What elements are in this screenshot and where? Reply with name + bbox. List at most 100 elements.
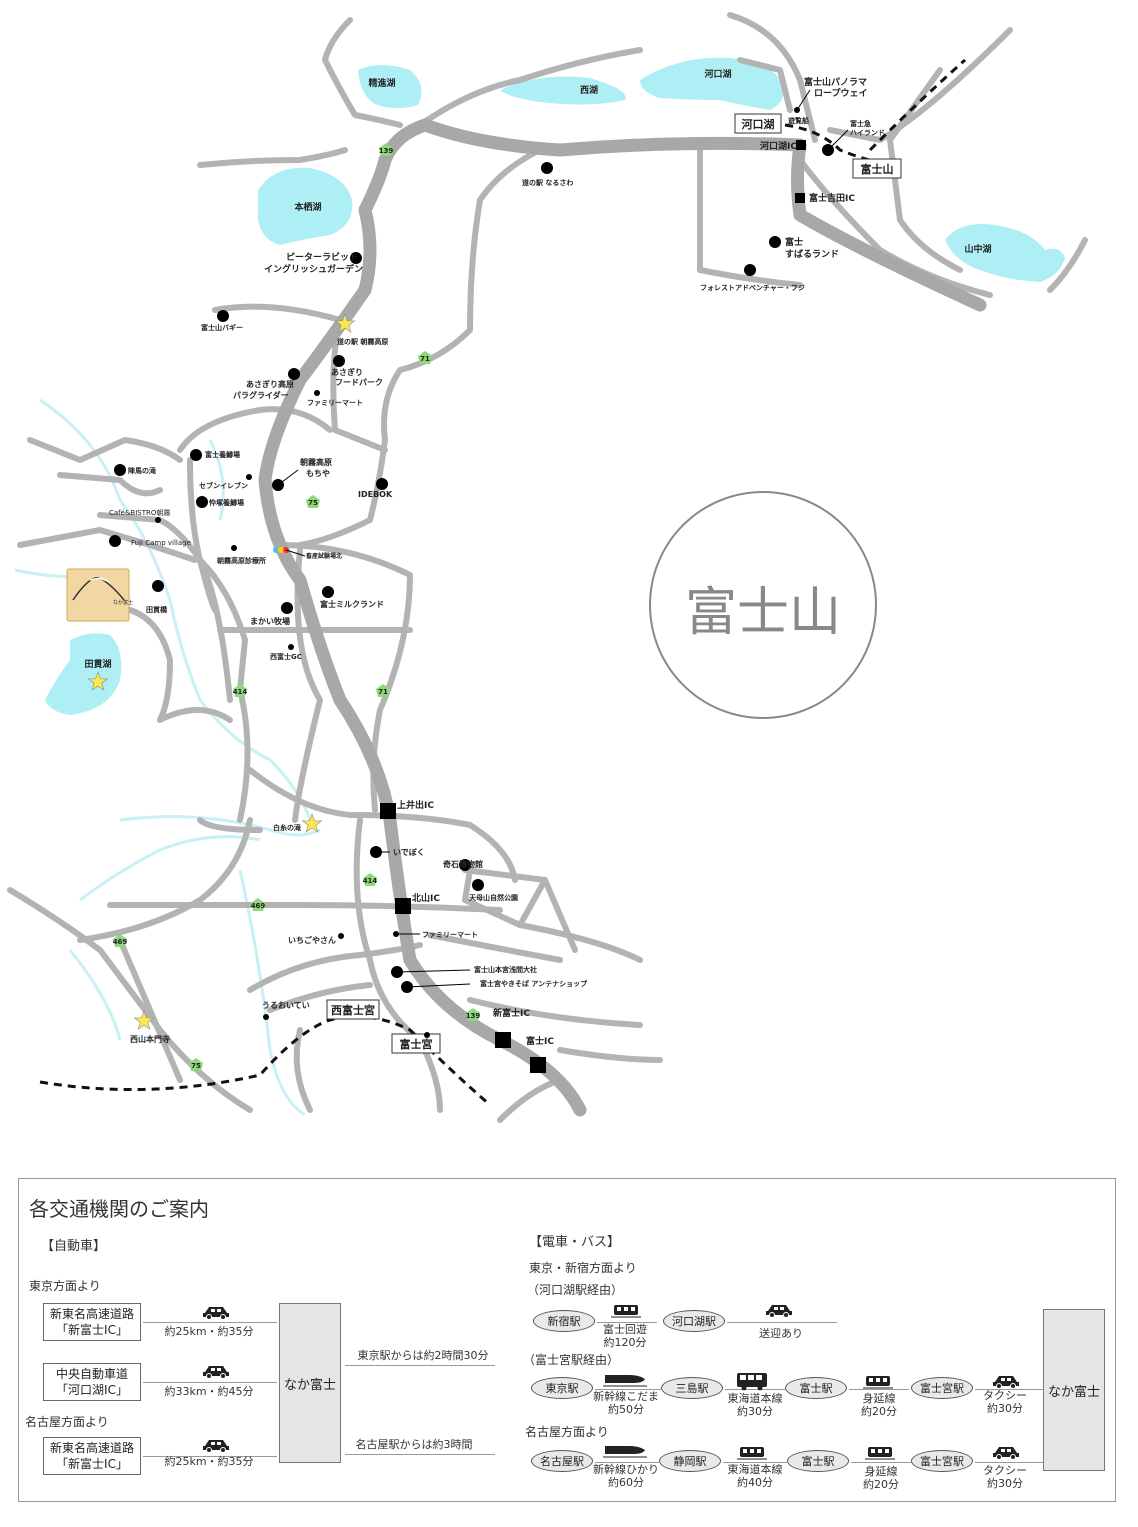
guide-title: 各交通機関のご案内 (29, 1197, 209, 1221)
station-nagoya: 名古屋駅 (531, 1450, 593, 1472)
station-box-kawaguchiko (734, 113, 782, 134)
poi-nishifuji-gc: 西富士GC (270, 652, 302, 661)
ic-label-kamiide: 上井出IC (397, 799, 434, 811)
station-fuji: 富士駅 (785, 1377, 847, 1399)
svg-text:75: 75 (191, 1062, 201, 1070)
poi-panorama-1: 富士山パノラマ (804, 76, 867, 88)
row3-note-3: 身延線 約20分 (863, 1465, 899, 1491)
poi-uruoi: うるおいてい (262, 1001, 310, 1010)
lakes (45, 57, 1065, 715)
ic-marker-fujiyoshida (795, 193, 805, 203)
logo-text: なか富士 (113, 599, 133, 606)
poi-tenshi: 天母山自然公園 (469, 893, 518, 902)
train-heading: 【電車・バス】 (529, 1235, 621, 1250)
poi-yuransen: 遊覧船 (788, 116, 809, 125)
poi-iotsuka: 忰塚養鱒場 (208, 498, 244, 507)
station-fujinomiya: 富士宮駅 (911, 1377, 973, 1399)
poi-subaru-1: 富士 (785, 236, 803, 248)
poi-highland-1: 富士急 (850, 119, 871, 128)
poi-idebok2: いでぼく (393, 847, 425, 857)
route-shields: 139 71 75 414 71 414 469 469 139 75 (113, 143, 481, 1071)
ic-label-kawaguchiko: 河口湖IC (760, 140, 797, 152)
poi-moichiya-2: もちや (306, 468, 330, 478)
station-fuji-2: 富士駅 (787, 1450, 849, 1472)
svg-text:469: 469 (113, 938, 128, 946)
highway-139 (258, 153, 587, 1117)
car-destination: なか富士 (279, 1303, 341, 1463)
mount-fuji-circle (649, 491, 877, 719)
highway-139-north (378, 118, 987, 312)
poi-peter-2: イングリッシュガーデン (264, 263, 363, 275)
row1-note-2: 送迎あり (759, 1327, 803, 1340)
svg-text:469: 469 (251, 902, 266, 910)
lake-kawaguchiko (640, 57, 784, 110)
shinkansen-icon (603, 1446, 647, 1458)
poi-fuji-yokei: 富士養鱒場 (205, 450, 240, 459)
station-box-fujisan (852, 158, 902, 179)
from-tokyo-station: 東京駅からは約2時間30分 (357, 1349, 489, 1362)
ic-marker-fuji (530, 1057, 546, 1073)
car-from-tokyo: 東京方面より (29, 1279, 101, 1293)
poi-panorama-2: ロープウェイ (814, 87, 867, 99)
taxi-icon (993, 1447, 1019, 1460)
poi-food-park-1: あさぎり (331, 367, 363, 377)
svg-text:414: 414 (363, 877, 378, 885)
row2-note-1: 新幹線こだま 約50分 (593, 1390, 659, 1416)
ic-markers (380, 140, 806, 1073)
station-fujinomiya: 富士宮 (400, 1037, 433, 1051)
poi-seven: セブンイレブン (199, 481, 248, 490)
svg-text:414: 414 (233, 688, 248, 696)
poi-yakisoba: 富士宮やきそば アンテナショップ (480, 979, 588, 988)
train-from-nagoya: 名古屋方面より (525, 1425, 609, 1439)
station-fujisan: 富士山 (861, 162, 894, 176)
poi-milkland: 富士ミルクランド (320, 599, 384, 609)
ic-label-fujiyoshida: 富士吉田IC (809, 192, 855, 204)
car-icon (766, 1305, 792, 1318)
row3-note-4: タクシー 約30分 (983, 1464, 1027, 1490)
car-route-2-note: 約33km・約45分 (164, 1385, 254, 1398)
svg-text:139: 139 (466, 1012, 481, 1020)
poi-food-park-2: フードパーク (335, 377, 383, 387)
ic-label-fuji: 富士IC (526, 1035, 554, 1047)
minor-roads (7, 12, 1088, 1123)
car-route-2-road: 中央自動車道 「河口湖IC」 (43, 1363, 141, 1401)
ic-marker-kamiide (380, 803, 396, 819)
rivers (14, 398, 321, 1117)
train-icon (865, 1447, 895, 1460)
poi-familymart-2: ファミリーマート (422, 931, 478, 939)
station-box-nishifujinomiya (326, 999, 380, 1020)
poi-idebok: IDEBOK (358, 490, 393, 499)
lake-label-seiko: 精進湖 (368, 77, 395, 89)
train-from-tokyo: 東京・新宿方面より (529, 1261, 637, 1275)
poi-forest: フォレストアドベンチャー・フジ (700, 284, 805, 292)
svg-text:71: 71 (420, 355, 430, 363)
row2-note-3: 身延線 約20分 (861, 1392, 897, 1418)
poi-ichigo: いちごやさん (288, 935, 336, 945)
lake-saiko (500, 76, 626, 105)
train-icon (737, 1447, 767, 1460)
from-nagoya-station: 名古屋駅からは約3時間 (355, 1438, 473, 1451)
lake-label-tanukiko: 田貫湖 (84, 658, 111, 670)
train-via-kawaguchiko: （河口湖駅経由） (527, 1283, 624, 1297)
lake-seiko (358, 65, 422, 109)
lake-yamanakako (945, 224, 1065, 282)
station-box-fujinomiya (391, 1033, 441, 1054)
svg-text:75: 75 (308, 499, 318, 507)
car-heading: 【自動車】 (41, 1239, 107, 1254)
lake-label-motosuko: 本栖湖 (294, 201, 321, 213)
car-icon (203, 1440, 229, 1453)
mount-fuji-label: 富士山 (685, 583, 841, 643)
taxi-icon (993, 1376, 1019, 1389)
poi-takaiwabashi: 田貫橋 (146, 605, 168, 614)
train-via-fujinomiya: （富士宮駅経由） (523, 1353, 620, 1367)
svg-text:139: 139 (379, 147, 394, 155)
svg-text:71: 71 (378, 688, 388, 696)
shinkansen-icon (603, 1375, 647, 1387)
bus-icon (737, 1373, 767, 1391)
station-tokyo: 東京駅 (531, 1377, 593, 1399)
poi-paraglider-1: あさぎり高原 (246, 379, 294, 389)
poi-camp: Fuji Camp village (131, 539, 191, 547)
lake-label-yamanakako: 山中湖 (964, 243, 991, 255)
station-fujinomiya-2: 富士宮駅 (911, 1450, 973, 1472)
poi-paraglider-2: パラグライダー (233, 390, 289, 400)
